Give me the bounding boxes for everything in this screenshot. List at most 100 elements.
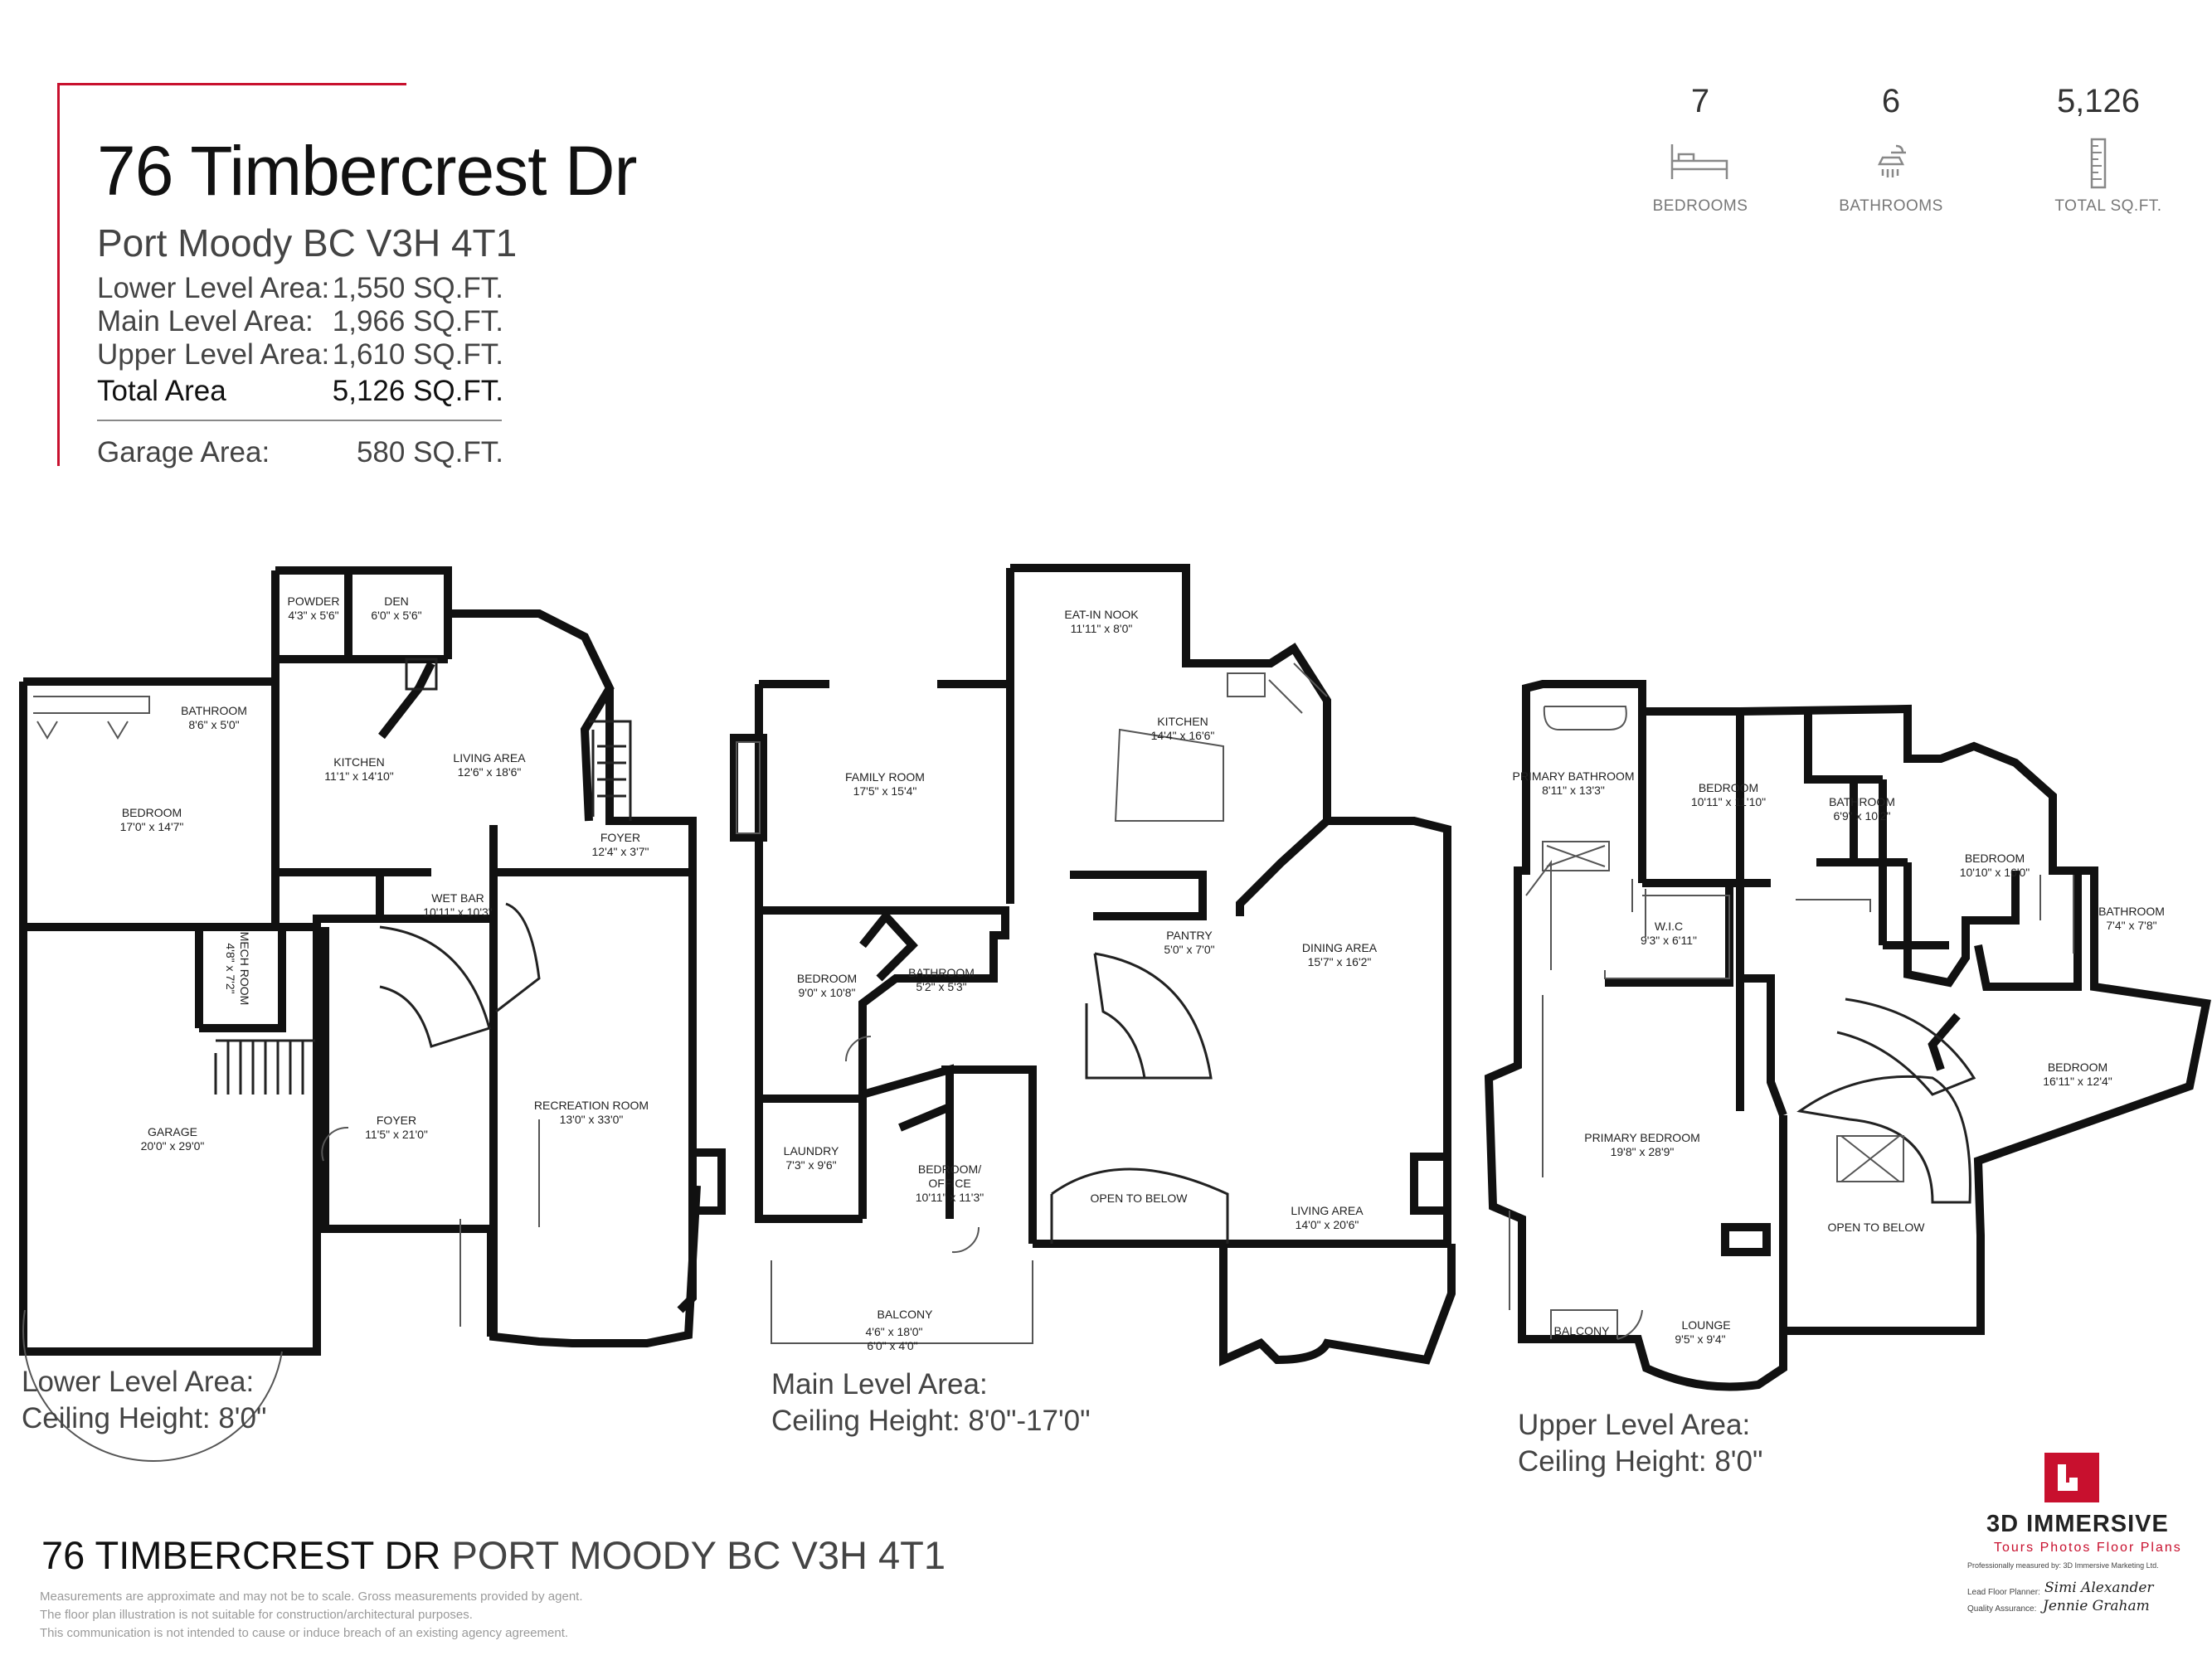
wall-segment <box>195 927 286 1032</box>
spiral-stair <box>1093 952 1213 1080</box>
room-label: BEDROOM <box>122 806 182 819</box>
fireplace <box>730 734 767 842</box>
room-label: EAT-IN NOOK <box>1064 608 1139 621</box>
room-size: 4'8" x 7'2" <box>224 943 237 993</box>
area-row-upper: Upper Level Area: 1,610 SQ.FT. <box>97 338 503 371</box>
room-size: 11'5" x 21'0" <box>365 1128 428 1141</box>
brand-tagline: Tours Photos Floor Plans <box>1994 1541 2182 1555</box>
room-size: 12'4" x 3'7" <box>592 845 649 858</box>
room-size: 14'0" x 20'6" <box>1296 1218 1359 1231</box>
caption-main-level: Main Level Area: Ceiling Height: 8'0"-17… <box>771 1366 1091 1439</box>
footer-city: PORT MOODY BC V3H 4T1 <box>451 1533 946 1577</box>
room-size: 11'1" x 14'10" <box>324 769 394 783</box>
stair-landing <box>1085 1003 1145 1080</box>
property-subtitle: Port Moody BC V3H 4T1 <box>97 221 518 265</box>
room-label: BATHROOM <box>908 966 975 979</box>
wall-segment <box>1006 564 1190 626</box>
wall-segment <box>755 684 1009 1219</box>
wall-segment <box>759 1078 1037 1111</box>
room-size: 17'5" x 15'4" <box>853 784 917 798</box>
wall-segment <box>1182 626 1456 1366</box>
bed-icon <box>1669 141 1730 182</box>
header-accent-left <box>57 83 60 466</box>
stat-label: TOTAL SQ.FT. <box>2054 197 2162 215</box>
room-size: 17'0" x 14'7" <box>120 820 184 833</box>
wall-segment <box>755 910 863 1223</box>
lead-planner-signature: Simi Alexander <box>2044 1580 2154 1596</box>
room-label: BATHROOM <box>1829 795 1895 808</box>
room-size: 7'4" x 7'8" <box>2106 919 2156 932</box>
door-swing <box>22 1309 283 1462</box>
room-label: BEDROOM/ <box>918 1162 981 1176</box>
room-label: BEDROOM <box>1965 852 2025 865</box>
level-name: Upper Level Area: <box>1518 1409 1751 1441</box>
wall-segment <box>448 609 615 822</box>
wall-segment <box>1236 818 1330 916</box>
lower-level-plan: POWDER 4'3" x 5'6" DEN 6'0" x 5'6" BATHR… <box>19 566 726 1462</box>
room-label: BALCONY <box>878 1308 934 1321</box>
wall-segment <box>1974 871 2082 991</box>
hearth <box>736 741 761 834</box>
room-size: 20'0" x 29'0" <box>141 1139 205 1153</box>
room-label: BEDROOM <box>797 972 857 985</box>
room-size: 4'3" x 5'6" <box>288 609 338 622</box>
stat-value: 7 <box>1690 83 1710 119</box>
room-label: BEDROOM <box>1699 781 1758 794</box>
room-size: 16'11" x 12'4" <box>2043 1075 2112 1088</box>
wall-segment <box>1484 680 2211 1391</box>
wall-segment <box>1638 711 1771 887</box>
area-row-lower: Lower Level Area: 1,550 SQ.FT. <box>97 272 503 305</box>
room-size: 5'2" x 5'3" <box>916 980 966 993</box>
area-divider <box>97 420 502 421</box>
lead-planner-label: Lead Floor Planner: <box>1967 1588 2040 1597</box>
room-label: LOUNGE <box>1681 1318 1730 1332</box>
counter <box>1227 663 1328 714</box>
disclaimer-line: This communication is not intended to ca… <box>40 1626 569 1640</box>
room-size: 10'11" x 10'3" <box>423 905 493 919</box>
room-label: BATHROOM <box>181 704 247 717</box>
area-label: Garage Area: <box>97 436 270 468</box>
stair-lines <box>589 720 632 821</box>
room-label: OPEN TO BELOW <box>1828 1221 1926 1234</box>
room-size: 13'0" x 33'0" <box>560 1113 624 1126</box>
area-label: Lower Level Area: <box>97 272 330 304</box>
wall-segment <box>677 872 697 1313</box>
wall-segment <box>19 682 498 1356</box>
area-label: Total Area <box>97 375 226 407</box>
area-label: Upper Level Area: <box>97 338 330 371</box>
window-wall <box>1509 860 1552 1310</box>
disclaimer-line: The floor plan illustration is not suita… <box>40 1608 473 1622</box>
upper-level-plan: PRIMARY BATHROOM 8'11" x 13'3" BEDROOM 1… <box>1484 680 2211 1391</box>
disclaimer: Measurements are approximate and may not… <box>40 1588 583 1643</box>
level-name: Main Level Area: <box>771 1368 988 1400</box>
room-label: RECREATION ROOM <box>534 1099 649 1112</box>
brand-logo-mark <box>2044 1453 2099 1507</box>
room-size: 10'11" x 11'3" <box>916 1191 984 1204</box>
footer-street: 76 TIMBERCREST DR <box>41 1533 441 1577</box>
room-size: 12'6" x 18'6" <box>458 765 522 779</box>
room-label: PRIMARY BATHROOM <box>1512 769 1634 783</box>
caption-upper-level: Upper Level Area: Ceiling Height: 8'0" <box>1518 1407 1762 1480</box>
room-size: 14'4" x 16'6" <box>1151 729 1215 742</box>
room-label: FOYER <box>377 1114 416 1127</box>
fireplace <box>1721 1223 1771 1256</box>
room-label: KITCHEN <box>1157 715 1208 728</box>
room-size: 6'9" x 10'2" <box>1834 809 1891 823</box>
disclaimer-line: Measurements are approximate and may not… <box>40 1590 583 1604</box>
room-size: 7'3" x 9'6" <box>785 1158 836 1172</box>
quality-assurance-label: Quality Assurance: <box>1967 1604 2037 1614</box>
wic-shelf <box>1604 895 1730 979</box>
quality-assurance-signature: Jennie Graham <box>2043 1598 2150 1614</box>
room-label: DEN <box>384 595 409 608</box>
room-size: 4'6" x 18'0" <box>866 1325 923 1338</box>
room-label: MECH ROOM <box>238 932 251 1006</box>
stair-upper-run <box>1836 997 1976 1096</box>
room-label: PRIMARY BEDROOM <box>1584 1131 1700 1144</box>
wall-segment <box>493 688 697 876</box>
door-swing <box>321 1119 540 1327</box>
shower-icon <box>1873 143 1909 182</box>
room-size: 9'0" x 10'8" <box>799 986 856 999</box>
wall-segment <box>697 1148 726 1215</box>
closet <box>33 696 150 740</box>
wall-segment <box>861 1064 1037 1244</box>
